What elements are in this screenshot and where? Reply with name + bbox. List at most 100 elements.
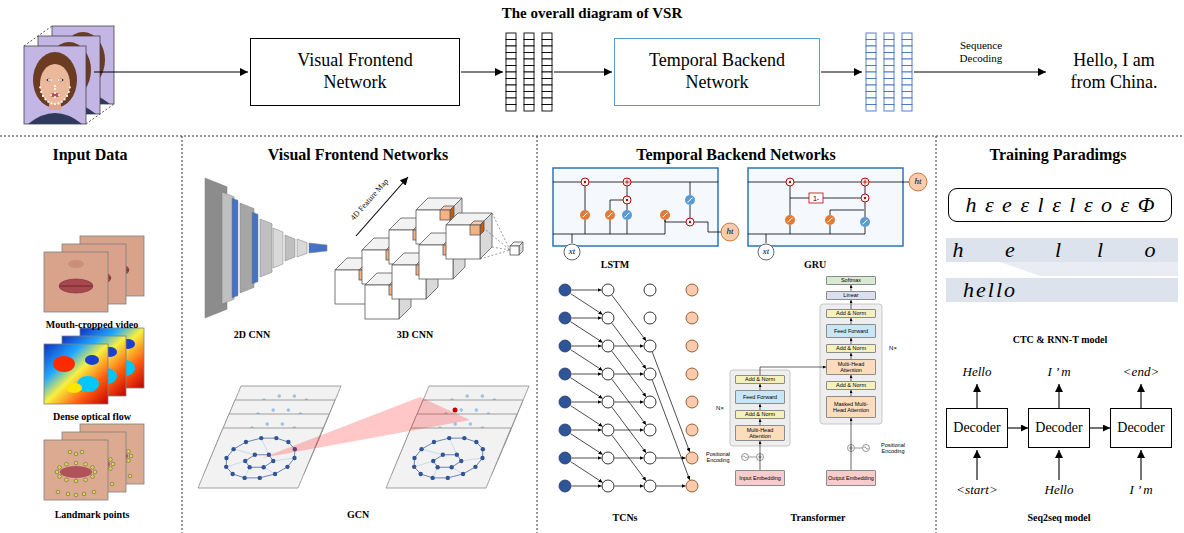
eye — [47, 79, 52, 81]
linear-box: Linear — [826, 291, 876, 300]
connector-line — [610, 200, 623, 201]
dilated-link — [612, 435, 646, 481]
graph-node — [469, 422, 473, 426]
connector-line — [865, 227, 866, 234]
connector-line — [585, 186, 586, 210]
graph-node — [273, 472, 277, 476]
output-cube — [519, 242, 523, 255]
dilated-link — [652, 352, 689, 452]
gate-symbol — [685, 195, 695, 205]
add-norm-box: Add & Norm — [735, 375, 785, 384]
connector-line — [627, 220, 628, 234]
operator-symbol — [861, 178, 869, 186]
tcn-hidden-unit — [602, 452, 614, 464]
projection-line — [480, 250, 510, 259]
gate-curve — [608, 213, 613, 217]
flow-blob — [85, 355, 99, 365]
add-norm-box: Add & Norm — [826, 344, 876, 353]
feature-cell — [506, 33, 516, 40]
token-letter: l — [1097, 237, 1103, 262]
output-symbol: ht — [914, 177, 921, 187]
graph-node — [292, 456, 296, 460]
graph-frame — [198, 428, 323, 488]
feature-cell — [902, 33, 912, 40]
feature-cell — [866, 72, 876, 79]
feature-cell — [902, 53, 912, 60]
feature-cell — [506, 92, 516, 99]
flow-connector — [1008, 427, 1028, 428]
landmark-dot — [56, 490, 60, 494]
gate-symbol — [622, 210, 632, 220]
graph-node — [230, 472, 234, 476]
figure-caption: Mouth-cropped video — [46, 319, 138, 331]
input-circle — [564, 244, 580, 260]
graph-node — [481, 394, 485, 398]
landmark-dot — [127, 450, 131, 454]
flow-connector — [760, 367, 826, 375]
node-text: Decoder — [953, 420, 1000, 437]
input-symbol: xt — [763, 247, 770, 257]
tcn-output-unit — [686, 452, 698, 464]
operator-symbol — [861, 194, 869, 202]
flow-blob — [66, 383, 82, 393]
feature-cell — [884, 105, 894, 112]
repeat-label: N× — [889, 345, 897, 352]
feature-cell — [884, 79, 894, 86]
landmark-dot — [54, 92, 56, 94]
gate-symbol — [825, 215, 835, 225]
graph-node — [247, 465, 251, 469]
dilated-link — [572, 374, 602, 375]
graph-node — [224, 465, 228, 469]
node-text: Feed Forward — [743, 394, 777, 400]
tcn-input-unit — [559, 340, 571, 352]
feature-cell — [902, 98, 912, 105]
feature-cell — [524, 33, 534, 40]
feature-cell — [902, 85, 912, 92]
landmark-dot — [84, 478, 88, 482]
input-line — [553, 234, 665, 235]
cnn-layer — [232, 198, 238, 298]
graph-node — [271, 459, 275, 463]
projection-line — [492, 247, 510, 250]
state-line — [748, 182, 909, 183]
cell-state-line — [553, 182, 718, 183]
graph-node — [412, 465, 416, 469]
feature-cell — [524, 79, 534, 86]
output-token: Hello — [963, 365, 992, 380]
feature-cell — [524, 59, 534, 66]
node-text: Multi-Head Attention — [737, 427, 783, 439]
graph-node — [473, 465, 477, 469]
landmark-dot — [68, 91, 70, 93]
alignment-band — [946, 238, 1178, 262]
embedding-box: Output Embedding — [826, 470, 876, 486]
graph-node — [459, 459, 463, 463]
graph-node — [430, 476, 434, 480]
dilated-link — [612, 379, 646, 425]
connector-line — [690, 182, 691, 195]
encoding-label: Positional Encoding — [704, 451, 732, 463]
landmark-dot — [65, 462, 69, 466]
gate-curve — [828, 218, 833, 222]
landmark-dot — [66, 492, 70, 496]
gate-symbol — [860, 217, 870, 227]
projection-line — [480, 225, 510, 250]
node-text: Input Embedding — [739, 475, 781, 481]
gate-symbol — [605, 210, 615, 220]
dilated-link — [612, 295, 646, 341]
landmark-dot — [91, 466, 95, 470]
feature-cell — [866, 59, 876, 66]
separator-line — [936, 136, 937, 533]
flow-arrow — [914, 71, 1046, 72]
connector-line — [790, 186, 791, 215]
optical-flow-frame — [44, 344, 108, 404]
lip-line — [60, 286, 92, 287]
landmark-dot — [42, 95, 44, 97]
output-token: I ’ m — [1047, 365, 1070, 380]
landmark-dot — [109, 467, 113, 471]
feature-cell — [542, 59, 552, 66]
node-text: Output Embedding — [828, 475, 874, 481]
operator-symbol — [623, 178, 631, 186]
